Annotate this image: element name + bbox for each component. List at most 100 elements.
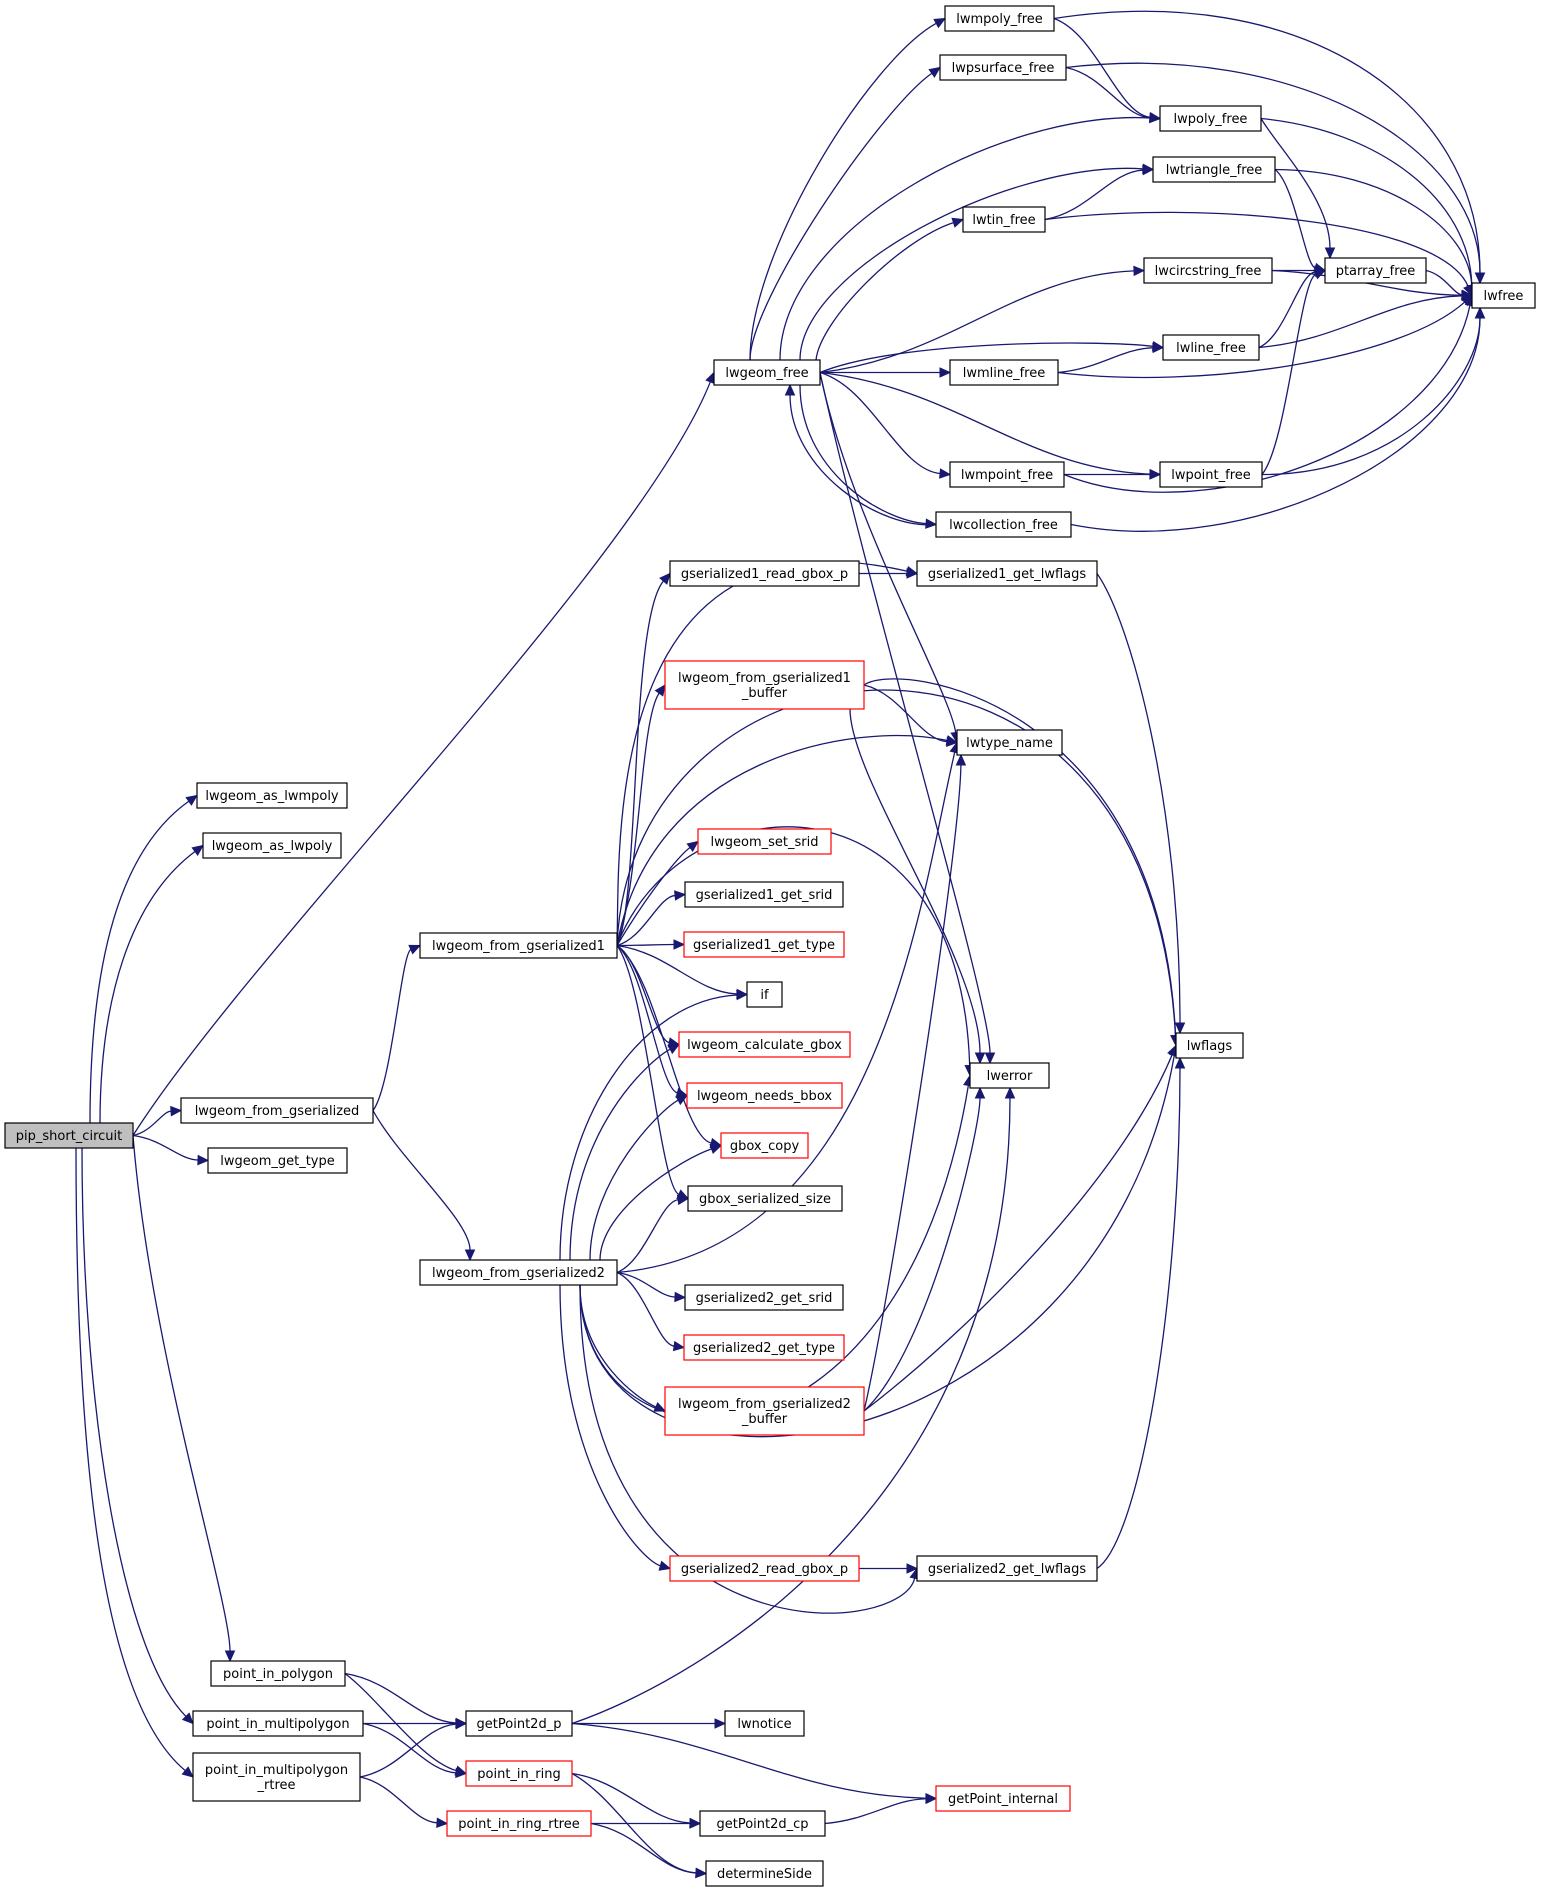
node-point_in_ring_rtree[interactable]: point_in_ring_rtree (446, 1810, 592, 1837)
node-box-lwgeom_as_lwmpoly[interactable] (196, 782, 348, 809)
node-box-gbox_copy[interactable] (720, 1132, 809, 1159)
node-lwtriangle_free[interactable]: lwtriangle_free (1152, 156, 1276, 183)
node-lwline_free[interactable]: lwline_free (1162, 334, 1260, 361)
node-lwgeom_from_gserialized1_buffer[interactable]: lwgeom_from_gserialized1_buffer (664, 660, 865, 710)
node-lwmpoly_free[interactable]: lwmpoly_free (944, 5, 1055, 32)
node-lwgeom_as_lwmpoly[interactable]: lwgeom_as_lwmpoly (196, 782, 348, 809)
node-box-gserialized2_read_gbox_p[interactable] (669, 1555, 860, 1582)
node-box-gserialized1_get_srid[interactable] (684, 881, 844, 908)
node-gserialized2_get_srid[interactable]: gserialized2_get_srid (684, 1284, 844, 1311)
node-getPoint2d_p[interactable]: getPoint2d_p (465, 1710, 573, 1737)
node-gserialized1_read_gbox_p[interactable]: gserialized1_read_gbox_p (669, 560, 860, 587)
node-lwgeom_needs_bbox[interactable]: lwgeom_needs_bbox (686, 1082, 843, 1109)
node-lwtin_free[interactable]: lwtin_free (962, 206, 1046, 233)
node-gbox_serialized_size[interactable]: gbox_serialized_size (687, 1185, 843, 1212)
node-pip_short_circuit[interactable]: pip_short_circuit (4, 1122, 134, 1149)
node-box-lwgeom_from_gserialized1[interactable] (419, 932, 618, 959)
node-point_in_multipolygon[interactable]: point_in_multipolygon (192, 1710, 364, 1737)
node-gserialized2_read_gbox_p[interactable]: gserialized2_read_gbox_p (669, 1555, 860, 1582)
node-lwgeom_as_lwpoly[interactable]: lwgeom_as_lwpoly (202, 832, 342, 859)
node-box-lwgeom_needs_bbox[interactable] (686, 1082, 843, 1109)
node-box-lwgeom_set_srid[interactable] (697, 828, 832, 855)
node-box-getPoint2d_cp[interactable] (699, 1810, 826, 1837)
node-box-lwgeom_from_gserialized2_buffer[interactable] (664, 1386, 865, 1436)
node-box-lwnotice[interactable] (724, 1710, 805, 1737)
node-box-getPoint_internal[interactable] (935, 1785, 1071, 1812)
node-lwgeom_set_srid[interactable]: lwgeom_set_srid (697, 828, 832, 855)
node-box-lwmline_free[interactable] (949, 359, 1059, 386)
node-box-lwtype_name[interactable] (956, 729, 1063, 756)
node-box-point_in_polygon[interactable] (210, 1660, 346, 1687)
node-lwpsurface_free[interactable]: lwpsurface_free (939, 54, 1067, 81)
node-if[interactable]: if (746, 981, 783, 1008)
node-lwgeom_from_gserialized2_buffer[interactable]: lwgeom_from_gserialized2_buffer (664, 1386, 865, 1436)
node-box-gserialized2_get_lwflags[interactable] (916, 1555, 1098, 1582)
node-lwgeom_calculate_gbox[interactable]: lwgeom_calculate_gbox (678, 1031, 851, 1058)
node-box-lwgeom_free[interactable] (713, 359, 821, 386)
node-lwpoint_free[interactable]: lwpoint_free (1159, 461, 1263, 488)
node-box-lwgeom_calculate_gbox[interactable] (678, 1031, 851, 1058)
node-box-lwgeom_as_lwpoly[interactable] (202, 832, 342, 859)
node-lwnotice[interactable]: lwnotice (724, 1710, 805, 1737)
node-lwgeom_from_gserialized2[interactable]: lwgeom_from_gserialized2 (419, 1259, 618, 1286)
node-box-lwcollection_free[interactable] (935, 511, 1072, 538)
node-lwerror[interactable]: lwerror (969, 1062, 1050, 1089)
node-box-lwpoint_free[interactable] (1159, 461, 1263, 488)
node-lwflags[interactable]: lwflags (1175, 1032, 1244, 1059)
node-box-gserialized1_read_gbox_p[interactable] (669, 560, 860, 587)
node-box-getPoint2d_p[interactable] (465, 1710, 573, 1737)
node-box-lwgeom_from_gserialized2[interactable] (419, 1259, 618, 1286)
node-box-ptarray_free[interactable] (1324, 257, 1427, 284)
node-lwmline_free[interactable]: lwmline_free (949, 359, 1059, 386)
node-gserialized2_get_type[interactable]: gserialized2_get_type (683, 1334, 845, 1361)
node-box-determineSide[interactable] (705, 1860, 824, 1887)
node-lwgeom_from_gserialized1[interactable]: lwgeom_from_gserialized1 (419, 932, 618, 959)
node-box-lwline_free[interactable] (1162, 334, 1260, 361)
node-ptarray_free[interactable]: ptarray_free (1324, 257, 1427, 284)
node-lwcircstring_free[interactable]: lwcircstring_free (1143, 257, 1273, 284)
node-box-lwpoly_free[interactable] (1159, 105, 1262, 132)
node-box-lwerror[interactable] (969, 1062, 1050, 1089)
node-box-gserialized2_get_type[interactable] (683, 1334, 845, 1361)
node-lwtype_name[interactable]: lwtype_name (956, 729, 1063, 756)
node-gserialized1_get_lwflags[interactable]: gserialized1_get_lwflags (916, 560, 1098, 587)
node-box-gserialized2_get_srid[interactable] (684, 1284, 844, 1311)
node-box-lwgeom_from_gserialized[interactable] (180, 1097, 374, 1124)
node-box-point_in_ring_rtree[interactable] (446, 1810, 592, 1837)
node-box-lwmpoly_free[interactable] (944, 5, 1055, 32)
node-box-lwfree[interactable] (1471, 282, 1536, 309)
node-point_in_multipolygon_rtree[interactable]: point_in_multipolygon_rtree (192, 1752, 361, 1802)
node-box-pip_short_circuit[interactable] (4, 1122, 134, 1149)
node-getPoint2d_cp[interactable]: getPoint2d_cp (699, 1810, 826, 1837)
node-lwfree[interactable]: lwfree (1471, 282, 1536, 309)
node-gbox_copy[interactable]: gbox_copy (720, 1132, 809, 1159)
node-box-gserialized1_get_type[interactable] (683, 931, 845, 958)
node-box-lwtriangle_free[interactable] (1152, 156, 1276, 183)
node-box-lwgeom_get_type[interactable] (207, 1147, 348, 1174)
node-box-if[interactable] (746, 981, 783, 1008)
node-box-point_in_multipolygon[interactable] (192, 1710, 364, 1737)
node-box-lwtin_free[interactable] (962, 206, 1046, 233)
node-gserialized1_get_srid[interactable]: gserialized1_get_srid (684, 881, 844, 908)
node-gserialized1_get_type[interactable]: gserialized1_get_type (683, 931, 845, 958)
node-box-lwcircstring_free[interactable] (1143, 257, 1273, 284)
node-lwgeom_free[interactable]: lwgeom_free (713, 359, 821, 386)
node-box-point_in_ring[interactable] (465, 1760, 573, 1787)
node-lwcollection_free[interactable]: lwcollection_free (935, 511, 1072, 538)
node-getPoint_internal[interactable]: getPoint_internal (935, 1785, 1071, 1812)
node-point_in_ring[interactable]: point_in_ring (465, 1760, 573, 1787)
node-lwgeom_from_gserialized[interactable]: lwgeom_from_gserialized (180, 1097, 374, 1124)
node-box-point_in_multipolygon_rtree[interactable] (192, 1752, 361, 1802)
node-determineSide[interactable]: determineSide (705, 1860, 824, 1887)
node-lwgeom_get_type[interactable]: lwgeom_get_type (207, 1147, 348, 1174)
node-box-lwgeom_from_gserialized1_buffer[interactable] (664, 660, 865, 710)
node-box-lwpsurface_free[interactable] (939, 54, 1067, 81)
node-gserialized2_get_lwflags[interactable]: gserialized2_get_lwflags (916, 1555, 1098, 1582)
node-box-lwmpoint_free[interactable] (949, 461, 1065, 488)
node-box-gbox_serialized_size[interactable] (687, 1185, 843, 1212)
node-box-gserialized1_get_lwflags[interactable] (916, 560, 1098, 587)
node-lwpoly_free[interactable]: lwpoly_free (1159, 105, 1262, 132)
node-point_in_polygon[interactable]: point_in_polygon (210, 1660, 346, 1687)
node-box-lwflags[interactable] (1175, 1032, 1244, 1059)
node-lwmpoint_free[interactable]: lwmpoint_free (949, 461, 1065, 488)
